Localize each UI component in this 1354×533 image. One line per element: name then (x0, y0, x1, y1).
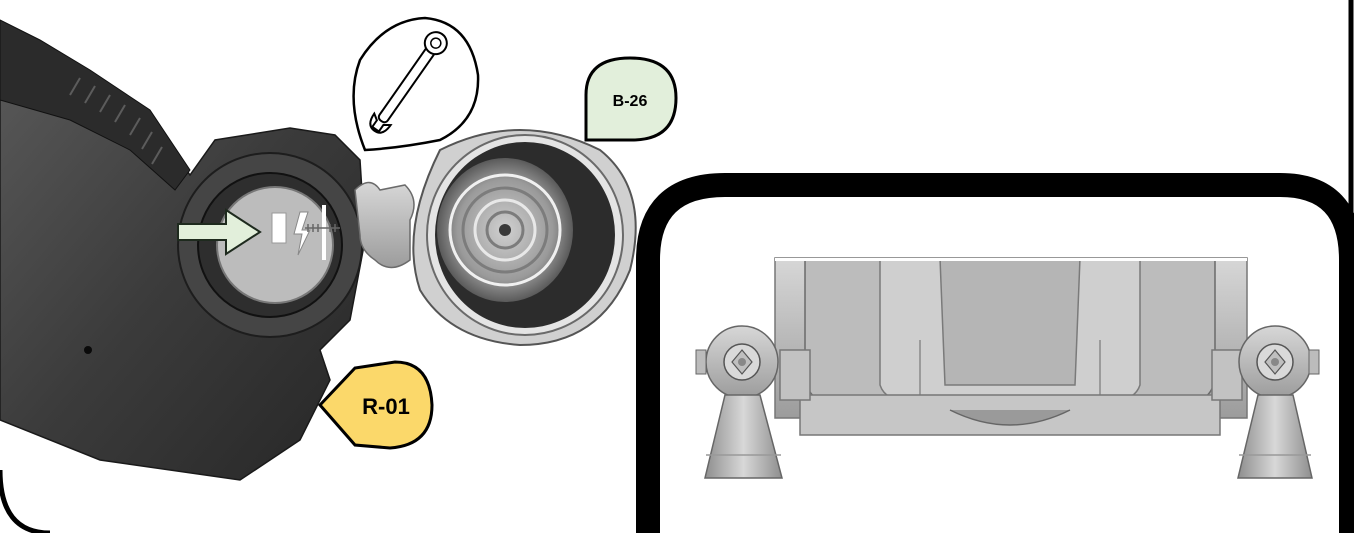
detail-inset (648, 185, 1351, 533)
tank-bottom-view (775, 258, 1247, 435)
label-b-text: B-26 (613, 93, 648, 110)
ball-joint (355, 183, 414, 268)
label-r-text: R-01 (362, 394, 410, 419)
port-housing (178, 153, 362, 337)
nozzle-cup (413, 130, 635, 345)
label-callout-r: R-01 (320, 362, 432, 448)
tool-callout (354, 18, 479, 150)
label-callout-b: B-26 (586, 58, 676, 140)
